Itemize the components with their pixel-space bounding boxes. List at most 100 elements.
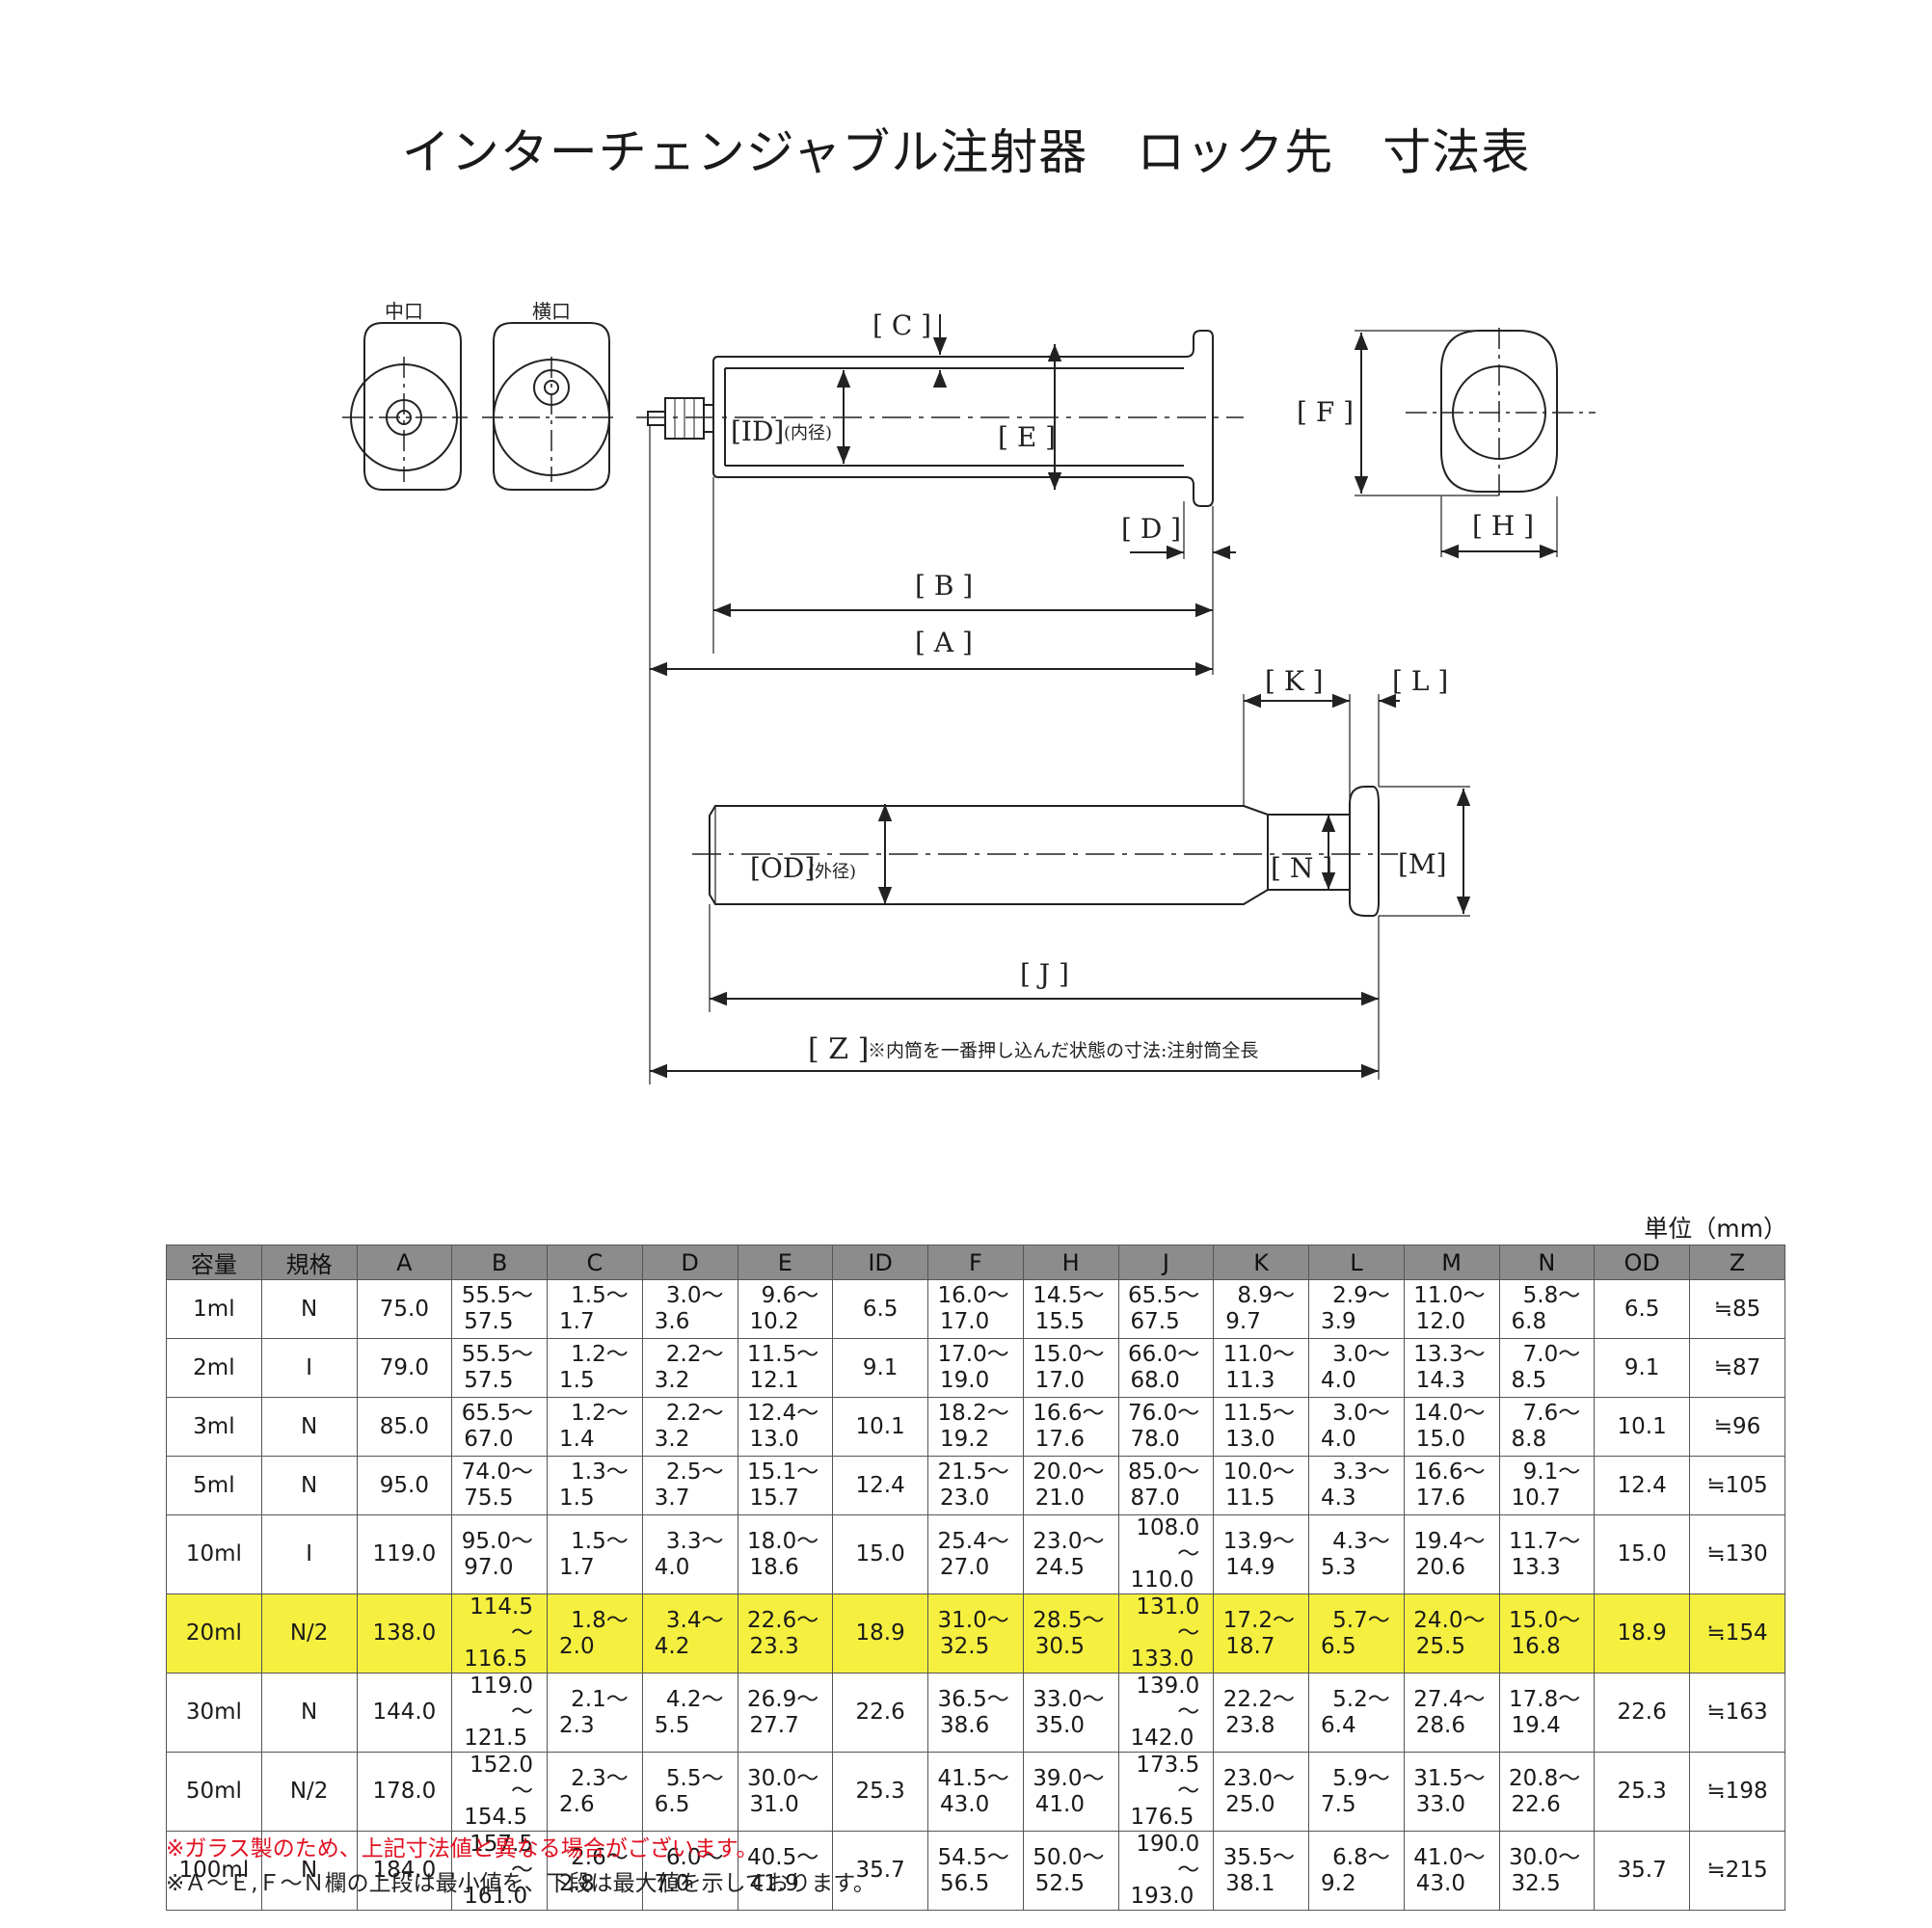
min-value: 50.0～ xyxy=(1033,1844,1105,1870)
max-value: 19.4 xyxy=(1511,1712,1561,1738)
table-cell: 19.4～20.6 xyxy=(1403,1514,1500,1594)
min-value: 19.4～ xyxy=(1413,1528,1486,1554)
max-value: 23.8 xyxy=(1225,1712,1275,1738)
max-value: 16.8 xyxy=(1511,1633,1561,1659)
min-value: 30.0～ xyxy=(747,1765,819,1791)
max-value: 133.0 xyxy=(1130,1647,1194,1672)
min-value: 119.0～ xyxy=(470,1674,533,1725)
min-value: 17.0～ xyxy=(937,1342,1009,1367)
table-cell: 22.6～23.3 xyxy=(737,1593,834,1674)
table-cell: 1.2～1.4 xyxy=(547,1397,643,1457)
dim-b-label: [ B ] xyxy=(915,570,973,602)
max-value: 1.7 xyxy=(559,1309,595,1334)
max-value: 19.2 xyxy=(940,1427,990,1452)
table-cell: 74.0～75.5 xyxy=(451,1456,548,1515)
table-cell: ≒87 xyxy=(1689,1338,1785,1398)
min-value: 85.0～ xyxy=(1128,1459,1200,1485)
table-cell: 50ml xyxy=(166,1752,262,1832)
max-value: 15.7 xyxy=(749,1486,799,1511)
max-value: 31.0 xyxy=(749,1791,799,1817)
table-cell: 17.2～18.7 xyxy=(1213,1593,1309,1674)
table-cell: 131.0～133.0 xyxy=(1117,1593,1215,1674)
unit-label: 単位（mm） xyxy=(1644,1215,1787,1243)
table-cell: 95.0～97.0 xyxy=(451,1514,548,1594)
max-value: 142.0 xyxy=(1130,1726,1194,1751)
max-value: 2.0 xyxy=(559,1633,595,1659)
table-cell: 20ml xyxy=(166,1593,262,1674)
min-value: 152.0～ xyxy=(470,1753,533,1804)
max-value: 41.0 xyxy=(1034,1791,1085,1817)
dim-f-label: [ F ] xyxy=(1297,396,1354,428)
table-cell: 16.6～17.6 xyxy=(1403,1456,1500,1515)
table-cell: 11.7～13.3 xyxy=(1498,1514,1596,1594)
dim-m-label: [M] xyxy=(1398,848,1447,880)
max-value: 17.0 xyxy=(1034,1368,1085,1393)
table-cell: 10.1 xyxy=(1594,1397,1690,1457)
table-cell: 12.4～13.0 xyxy=(737,1397,834,1457)
max-value: 110.0 xyxy=(1130,1567,1194,1593)
table-cell: 79.0 xyxy=(356,1338,453,1398)
table-cell: 7.6～8.8 xyxy=(1498,1397,1596,1457)
table-cell: 2.3～2.6 xyxy=(547,1752,643,1832)
column-header: J xyxy=(1117,1245,1215,1280)
table-cell: 1.3～1.5 xyxy=(547,1456,643,1515)
min-value: 25.4～ xyxy=(937,1528,1009,1554)
min-max-note: ※Ａ～Ｅ,Ｆ～Ｎ欄の上段は最小値を、下段は最大値を示しております。 xyxy=(166,1871,875,1896)
max-value: 56.5 xyxy=(940,1870,990,1896)
min-value: 28.5～ xyxy=(1033,1607,1105,1633)
min-value: 5.8～ xyxy=(1522,1283,1581,1308)
min-value: 18.2～ xyxy=(937,1401,1009,1426)
table-cell: 54.5～56.5 xyxy=(927,1831,1024,1911)
column-header: OD xyxy=(1594,1245,1690,1280)
table-cell: N/2 xyxy=(260,1752,358,1832)
min-value: 76.0～ xyxy=(1128,1401,1200,1426)
table-cell: 55.5～57.5 xyxy=(451,1279,548,1339)
min-value: 7.6～ xyxy=(1522,1401,1581,1426)
table-cell: ≒105 xyxy=(1689,1456,1785,1515)
max-value: 27.7 xyxy=(749,1712,799,1738)
max-value: 18.6 xyxy=(749,1554,799,1580)
max-value: 27.0 xyxy=(940,1554,990,1580)
min-value: 23.0～ xyxy=(1033,1528,1105,1554)
page-title: インターチェンジャブル注射器 ロック先 寸法表 xyxy=(401,124,1531,180)
table-cell: ≒85 xyxy=(1689,1279,1785,1339)
table-cell: ≒198 xyxy=(1689,1752,1785,1832)
dim-a-label: [ A ] xyxy=(915,627,973,658)
table-cell: 11.0～11.3 xyxy=(1213,1338,1309,1398)
max-value: 35.0 xyxy=(1034,1712,1085,1738)
table-cell: 36.5～38.6 xyxy=(927,1673,1024,1753)
min-value: 16.0～ xyxy=(937,1283,1009,1308)
table-cell: 108.0～110.0 xyxy=(1117,1514,1215,1594)
max-value: 3.7 xyxy=(654,1486,690,1511)
max-value: 11.5 xyxy=(1225,1486,1275,1511)
table-cell: N xyxy=(260,1673,358,1753)
min-value: 190.0～ xyxy=(1136,1832,1200,1883)
table-cell: 11.5～13.0 xyxy=(1213,1397,1309,1457)
max-value: 75.5 xyxy=(464,1486,514,1511)
column-header: D xyxy=(641,1245,738,1280)
table-cell: 3.3～4.3 xyxy=(1308,1456,1405,1515)
side-port-end-view xyxy=(482,322,617,491)
max-value: 1.5 xyxy=(559,1368,595,1393)
min-value: 114.5～ xyxy=(470,1594,533,1646)
max-value: 78.0 xyxy=(1130,1427,1180,1452)
min-value: 15.0～ xyxy=(1033,1342,1105,1367)
table-cell: 4.2～5.5 xyxy=(641,1673,738,1753)
table-cell: 31.0～32.5 xyxy=(927,1593,1024,1674)
table-cell: 39.0～41.0 xyxy=(1022,1752,1119,1832)
table-cell: 9.1 xyxy=(1594,1338,1690,1398)
min-value: 13.9～ xyxy=(1222,1528,1295,1554)
table-cell: 114.5～116.5 xyxy=(451,1593,548,1674)
max-value: 14.3 xyxy=(1415,1368,1465,1393)
min-value: 1.3～ xyxy=(571,1459,629,1485)
max-value: 10.7 xyxy=(1511,1486,1561,1511)
table-cell: 22.2～23.8 xyxy=(1213,1673,1309,1753)
max-value: 33.0 xyxy=(1415,1791,1465,1817)
min-value: 22.2～ xyxy=(1222,1686,1295,1712)
table-cell: 173.5～176.5 xyxy=(1117,1752,1215,1832)
table-cell: 11.0～12.0 xyxy=(1403,1279,1500,1339)
max-value: 4.0 xyxy=(654,1554,690,1580)
